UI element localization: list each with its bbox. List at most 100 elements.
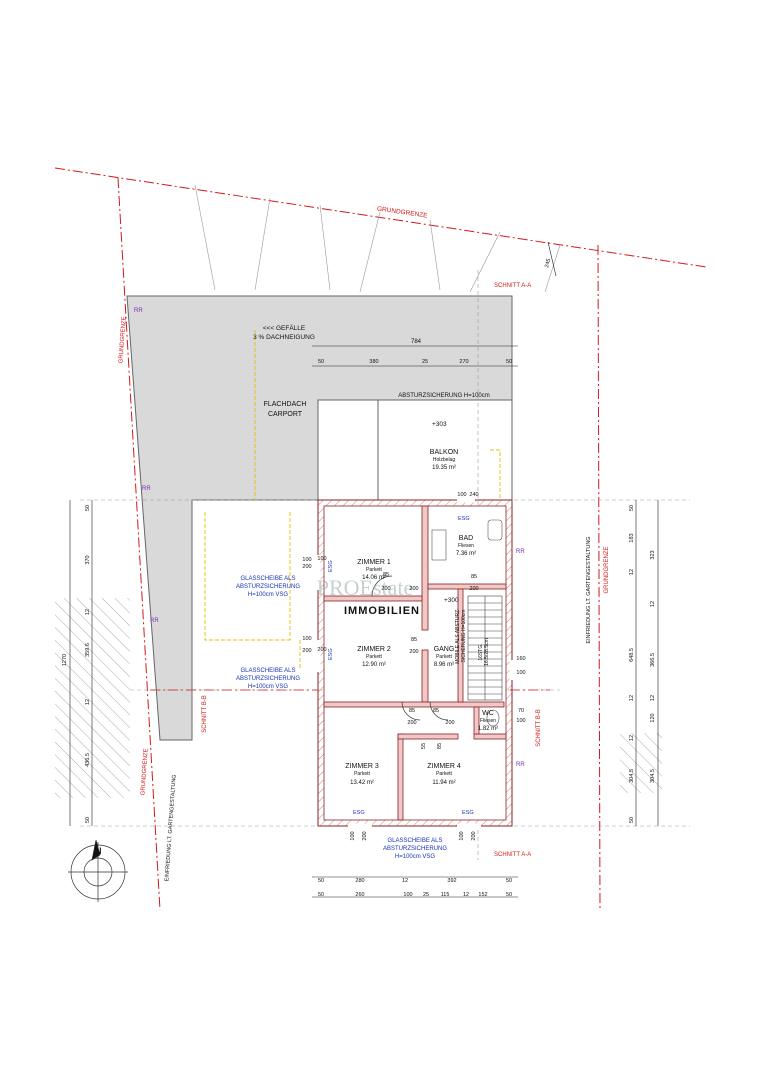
room-area: 11.94 m² [432,780,455,786]
room-floor: Fliesen [480,718,496,724]
dim-label: 260 [355,892,364,898]
dim-label: 12 [650,695,656,701]
balcony-area [377,399,513,501]
dim-label: 50 [85,505,91,511]
fence-lines [194,184,561,293]
section-bb-left: SCHNITT B-B [202,695,208,733]
boundary-label-left-lower: GRUNDGRENZE [140,748,149,795]
dim-label: 436.5 [85,753,91,767]
dim-label: 50 [629,505,635,511]
balcony-level: +303 [432,421,447,428]
dim-label: 115 [441,892,450,898]
dim-label: 100 [516,670,525,676]
boundary-label-left: GRUNDGRENZE [118,316,127,363]
dim-label: 200 [471,831,477,840]
north-arrow [68,839,128,902]
dim-label: 366.5 [650,653,656,667]
section-aa-top: SCHNITT A-A [494,283,531,289]
stair-dim: 16.5/28.5cm [484,638,490,666]
carport-slope-2: 3 % DACHNEIGUNG [253,334,315,341]
dim-label: 12 [629,569,635,575]
fence-label-right: EINFRIEDUNG LT. GARTENGESTALTUNG [586,536,592,643]
dim-label: 50 [506,892,512,898]
dim-label: 1270 [62,654,68,666]
dim-label: 12 [85,609,91,615]
dim-label: 245 [544,258,552,268]
dim-label: 200 [381,586,390,592]
dim-label: 200 [409,586,418,592]
svg-text:H=100cm VSG: H=100cm VSG [395,854,436,860]
dim-label: 85 [409,708,415,714]
stair-railing: MOBILE ALS ABSTURZ- [455,608,461,664]
dim-label: 12 [629,695,635,701]
dim-label: 12 [629,735,635,741]
svg-text:ABSTURZSICHERUNG: ABSTURZSICHERUNG [236,584,300,590]
house-interior [323,505,507,821]
dimension-lines [69,241,659,898]
esg-mark: ESG [462,810,474,816]
dim-label: 152 [478,892,487,898]
rr-mark: RR [134,308,143,314]
room-area: 12.90 m² [362,662,386,668]
boundary-label-top: GRUNDGRENZE [377,206,429,220]
dim-label: 200 [409,649,418,655]
boundary-label-right: GRUNDGRENZE [604,546,610,593]
dim-label: 50 [318,892,324,898]
stairs [467,595,503,701]
dim-label: 12 [650,601,656,607]
dim-label: 200 [302,564,311,570]
dim-label: 100 [459,831,465,840]
glass-note: GLASSCHEIBE ALS ABSTURZSICHERUNG H=100cm… [383,838,447,860]
dim-label: 784 [411,339,422,345]
balcony-floor: Holzbelag [433,457,455,463]
room-floor: Parkett [366,654,382,660]
svg-text:GLASSCHEIBE ALS: GLASSCHEIBE ALS [240,576,295,582]
dim-label: 100 [457,492,466,498]
interior-walls [323,505,507,821]
dim-label: 200 [302,648,311,654]
room-name: GANG [434,646,455,653]
dim-label: 120 [650,713,656,722]
dim-label: 85 [433,708,439,714]
dim-label: 100 [350,831,356,840]
dim-label: 100 [302,636,311,642]
dim-label: 70 [518,708,524,714]
openings [315,497,515,829]
watermark: PROEstate [317,575,414,600]
room-name: ZIMMER 1 [357,559,391,566]
balcony-railing: ABSTURZSICHERUNG H=100cm [398,393,490,399]
dim-label: 270 [459,359,468,365]
north-label: N [95,846,102,856]
dim-label: 323 [650,550,656,559]
room-area: 7.36 m² [456,551,476,557]
dim-label: 100 [403,892,412,898]
dim-label: 200 [317,647,326,653]
dim-label: 240 [469,492,478,498]
room-name: BAD [459,535,473,542]
room-name: WC [482,710,494,717]
dim-label: 25 [422,359,428,365]
balcony-area: 19.35 m² [432,465,456,471]
rr-mark: RR [516,762,525,768]
dim-label: 370 [85,555,91,564]
dim-label: 304.5 [650,769,656,783]
carport-slope: <<< GEFÄLLE [263,324,306,332]
bath-fixtures [431,519,503,727]
yellow-guide-lines [204,330,501,668]
terrain-hatch-right [620,733,662,793]
rr-mark: RR [516,549,525,555]
svg-text:ABSTURZSICHERUNG: ABSTURZSICHERUNG [383,846,447,852]
svg-text:GLASSCHEIBE ALS: GLASSCHEIBE ALS [387,838,442,844]
esg-mark: ESG [328,560,334,572]
section-bb-right: SCHNITT B-B [536,709,542,747]
room-floor: Parkett [354,771,370,777]
dim-label: 200 [469,586,478,592]
dim-label: 380 [369,359,378,365]
dim-label: 85 [411,637,417,643]
dim-label: 55 [421,743,427,749]
dim-label: 392 [447,878,456,884]
dim-label: 200 [407,720,416,726]
dim-label: 50 [506,878,512,884]
dim-label: 85 [437,743,443,749]
room-floor: Parkett [366,567,382,573]
